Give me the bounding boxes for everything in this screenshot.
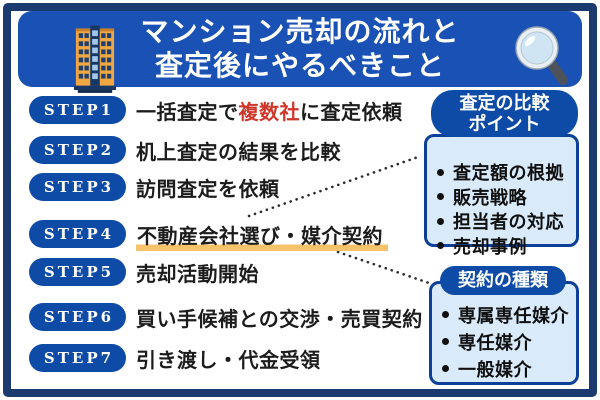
appraisal-title-line-2: ポイント — [468, 114, 541, 134]
magnifying-glass-icon — [515, 26, 568, 85]
header-banner: マンション売却の流れと 査定後にやるべきこと — [18, 11, 582, 93]
title-line-1: マンション売却の流れと — [140, 16, 460, 47]
list-item: 一般媒介 — [432, 355, 576, 382]
step-badge: STEP7 — [29, 344, 126, 372]
step-badge: STEP5 — [29, 258, 126, 286]
connector-line-step4-appraisal — [247, 154, 423, 218]
step-text: 机上査定の結果を比較 — [136, 141, 341, 164]
appraisal-title-line-1: 査定の比較 — [459, 93, 550, 113]
title-line-2: 査定後にやるべきこと — [154, 50, 445, 81]
step1-text-highlight: 複数社 — [238, 101, 300, 124]
page-title: マンション売却の流れと 査定後にやるべきこと — [118, 15, 482, 83]
list-item: 販売戦略 — [427, 185, 576, 210]
list-item: 査定額の根拠 — [427, 160, 576, 185]
step-text: 売却活動開始 — [136, 263, 259, 286]
step-row-5: STEP5 売却活動開始 — [29, 258, 259, 286]
step-badge: STEP6 — [29, 303, 126, 331]
step-badge: STEP1 — [29, 96, 126, 124]
step-row-4: STEP4 不動産会社選び・媒介契約 — [29, 220, 388, 251]
list-item: 担当者の対応 — [427, 209, 576, 234]
building-icon — [74, 25, 116, 93]
list-item: 専任媒介 — [432, 328, 576, 355]
list-item: 売却事例 — [427, 234, 576, 259]
appraisal-points-panel: 査定額の根拠 販売戦略 担当者の対応 売却事例 — [424, 134, 579, 257]
step-badge: STEP3 — [29, 173, 126, 201]
contract-types-title: 契約の種類 — [440, 266, 566, 295]
step-text: 訪問査定を依頼 — [136, 178, 280, 201]
contract-types-panel: 専属専任媒介 専任媒介 一般媒介 — [429, 281, 579, 385]
step1-text-pre: 一括査定で — [136, 101, 239, 124]
step-row-7: STEP7 引き渡し・代金受領 — [29, 344, 321, 372]
connector-line-step4-contract — [336, 250, 431, 285]
list-item: 専属専任媒介 — [432, 301, 576, 328]
step-text: 買い手候補との交渉・売買契約 — [136, 308, 423, 331]
step-text: 不動産会社選び・媒介契約 — [136, 220, 388, 251]
step-row-2: STEP2 机上査定の結果を比較 — [29, 136, 341, 164]
step1-text-post: に査定依頼 — [300, 101, 403, 124]
appraisal-points-title: 査定の比較 ポイント — [431, 90, 578, 137]
step4-text-underlined: 不動産会社選び・媒介契約 — [136, 225, 388, 251]
step-text: 引き渡し・代金受領 — [136, 349, 321, 372]
step-row-3: STEP3 訪問査定を依頼 — [29, 173, 280, 201]
step-badge: STEP4 — [29, 220, 126, 248]
step-badge: STEP2 — [29, 136, 126, 164]
step-row-6: STEP6 買い手候補との交渉・売買契約 — [29, 303, 423, 331]
step-row-1: STEP1 一括査定で複数社に査定依頼 — [29, 96, 403, 124]
step-text: 一括査定で複数社に査定依頼 — [136, 96, 403, 125]
